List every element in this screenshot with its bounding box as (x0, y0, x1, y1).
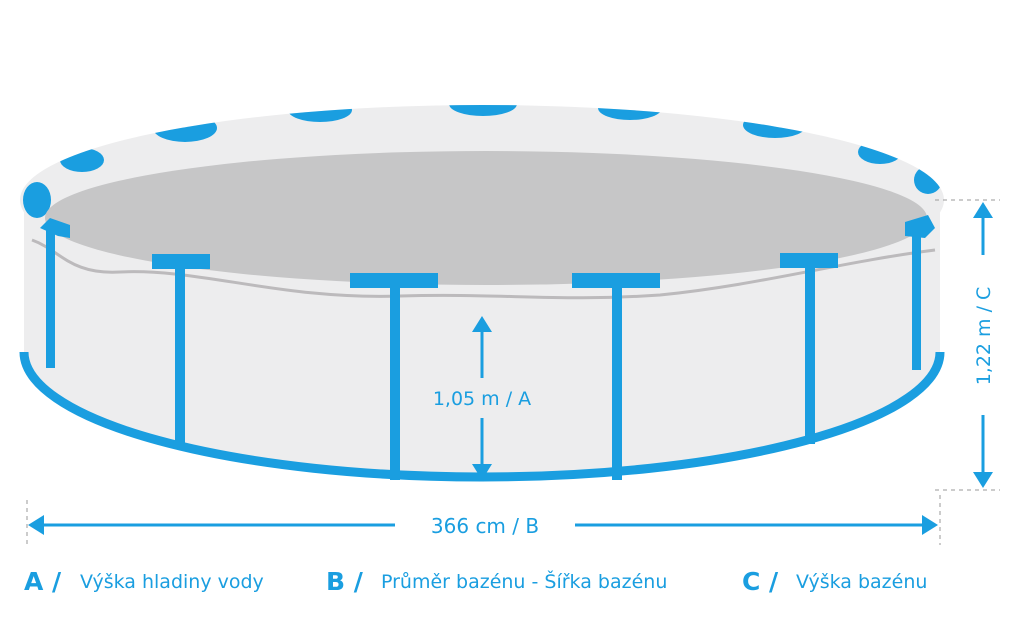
legend-a-letter: A / (24, 567, 62, 596)
water-surface (45, 151, 927, 285)
legend-b-text: Průměr bazénu - Šířka bazénu (381, 569, 667, 593)
dimension-c-guides (26, 199, 1000, 545)
legend: A / Výška hladiny vody B / Průměr bazénu… (24, 567, 927, 596)
dimension-b-arrow (28, 515, 938, 535)
frame-posts (40, 215, 935, 480)
dimension-b-label: 366 cm / B (431, 514, 539, 538)
legend-c-letter: C / (742, 567, 779, 596)
water-line (31, 238, 936, 300)
dimension-a-label: 1,05 m / A (433, 388, 531, 410)
dimension-a-arrow (472, 316, 492, 480)
legend-c-text: Výška bazénu (796, 571, 927, 593)
legend-a-text: Výška hladiny vody (80, 571, 264, 593)
dimension-c-label: 1,22 m / C (973, 287, 995, 386)
legend-b-letter: B / (326, 567, 364, 596)
dimension-c-arrow (973, 202, 993, 488)
